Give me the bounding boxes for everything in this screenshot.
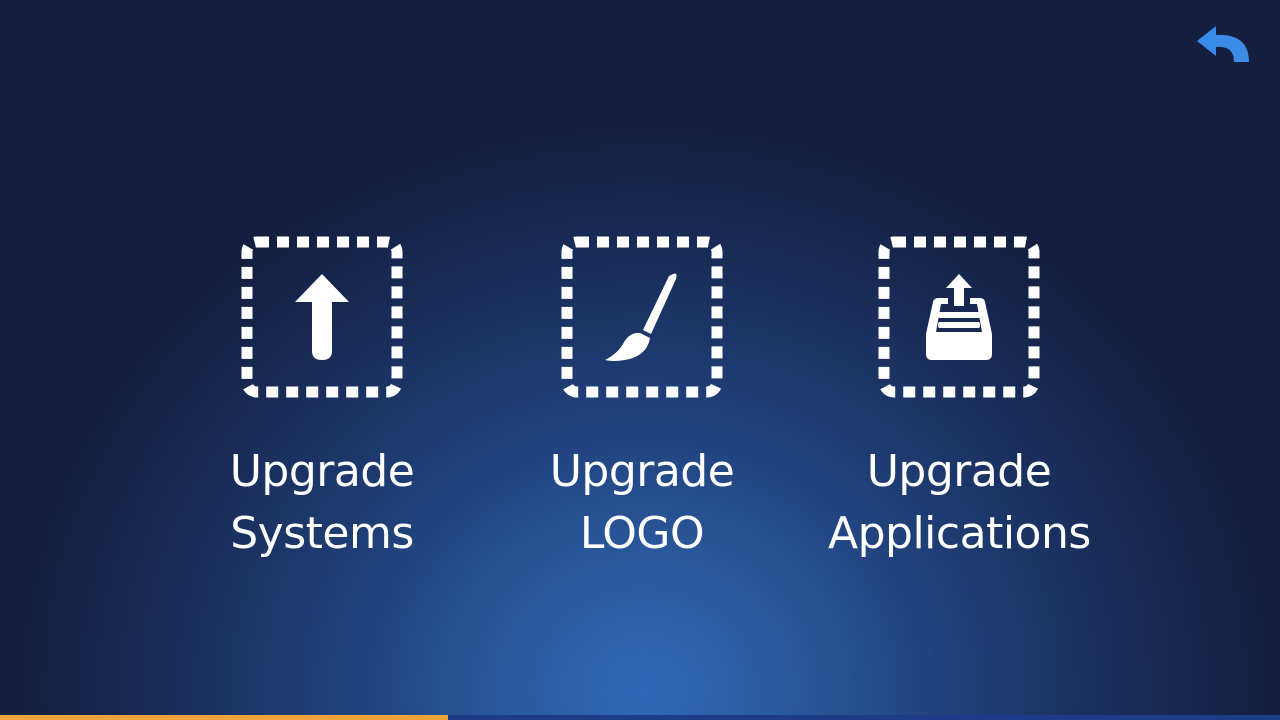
upgrade-applications-label-line1: Upgrade: [866, 446, 1052, 497]
upgrade-logo-label-line2: LOGO: [579, 508, 705, 559]
back-arrow-icon: [1197, 26, 1249, 62]
upgrade-logo-option[interactable]: Upgrade LOGO: [511, 236, 771, 566]
paintbrush-icon: [605, 273, 677, 361]
upgrade-applications-label-line2: Applications: [828, 508, 1091, 559]
progress-bar-fill: [0, 715, 448, 720]
upload-arrow-icon: [295, 274, 349, 360]
upgrade-logo-icon-frame: [561, 236, 723, 398]
upgrade-systems-label: Upgrade Systems: [191, 441, 453, 565]
inbox-upload-icon: [926, 274, 992, 360]
upgrade-systems-icon-frame: [241, 236, 403, 398]
upgrade-systems-label-line1: Upgrade: [229, 446, 415, 497]
dashed-frame: [241, 236, 403, 398]
dashed-frame: [878, 236, 1040, 398]
upgrade-applications-icon-frame: [878, 236, 1040, 398]
upgrade-applications-label: Upgrade Applications: [828, 441, 1091, 565]
upgrade-systems-option[interactable]: Upgrade Systems: [191, 236, 451, 566]
upgrade-systems-label-line2: Systems: [230, 508, 414, 559]
progress-bar: [0, 715, 1280, 720]
upgrade-logo-label: Upgrade LOGO: [511, 441, 773, 565]
dashed-frame: [561, 236, 723, 398]
back-button[interactable]: [1194, 24, 1252, 66]
upgrade-applications-option[interactable]: Upgrade Applications: [828, 236, 1091, 566]
upgrade-logo-label-line1: Upgrade: [549, 446, 735, 497]
